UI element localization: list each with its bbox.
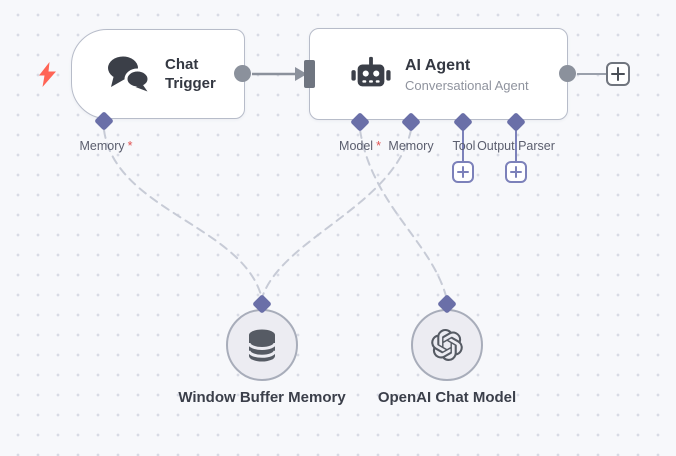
plus-icon: [457, 166, 469, 178]
add-node-button[interactable]: [606, 62, 630, 86]
node-window-buffer-memory[interactable]: [226, 309, 298, 381]
node-openai-chat-model[interactable]: [411, 309, 483, 381]
database-icon: [247, 329, 277, 361]
required-asterisk: *: [376, 139, 381, 153]
node-label-window-buffer-memory: Window Buffer Memory: [178, 389, 346, 406]
required-asterisk: *: [127, 139, 133, 153]
wire-agent-model[interactable]: [359, 129, 447, 297]
node-text-block: AI Agent Conversational Agent: [405, 56, 529, 93]
node-title: Chat Trigger: [165, 56, 216, 92]
port-label-agent-memory: Memory: [388, 139, 434, 153]
chat-bubbles-icon: [108, 56, 151, 92]
wire-agent-memory[interactable]: [262, 129, 412, 296]
port-label-tool: Tool: [452, 139, 476, 153]
wire-main-arrowhead: [295, 67, 307, 81]
port-label-memory: Memory*: [79, 139, 133, 153]
openai-icon: [431, 329, 463, 361]
node-label-openai-chat-model: OpenAI Chat Model: [377, 389, 517, 406]
add-tool-button[interactable]: [452, 161, 474, 183]
node-title: AI Agent: [405, 56, 471, 74]
node-chat-trigger[interactable]: Chat Trigger: [71, 29, 245, 119]
input-endpoint-ai-agent[interactable]: [304, 60, 315, 88]
add-output-parser-button[interactable]: [505, 161, 527, 183]
wire-chat-trigger-memory[interactable]: [103, 129, 262, 296]
trigger-bolt-icon: [39, 62, 56, 87]
node-subtitle: Conversational Agent: [405, 77, 529, 93]
output-endpoint-chat-trigger[interactable]: [234, 65, 251, 82]
port-label-output-parser: Output Parser: [477, 139, 555, 153]
plus-icon: [510, 166, 522, 178]
node-ai-agent[interactable]: AI Agent Conversational Agent: [309, 28, 568, 120]
output-endpoint-ai-agent[interactable]: [559, 65, 576, 82]
plus-icon: [611, 67, 625, 81]
port-label-model: Model*: [339, 139, 381, 153]
robot-icon: [351, 56, 391, 87]
